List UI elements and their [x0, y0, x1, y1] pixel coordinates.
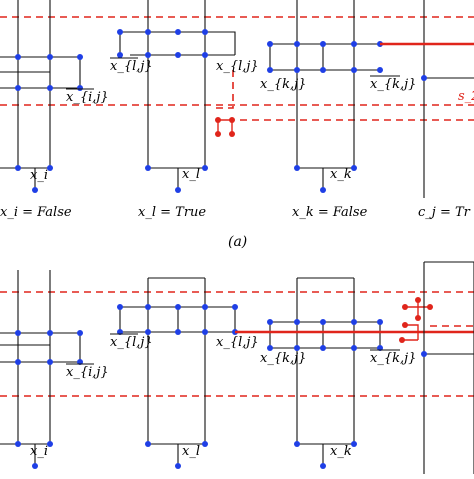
panel-a-assignments: x_i = False x_l = True x_k = False c_j =…	[0, 205, 471, 220]
gadget-b-xi	[0, 270, 83, 469]
panel-b-labels: x_i x_{i,j} x_{l,j} x_{l,j} x_l x_{k,j} …	[30, 333, 416, 459]
gadget-b-xk-nodes	[267, 319, 383, 469]
panel-a: x_i x_{i,j} x_{l,j} x_{l,j} x_l x_{k,j} …	[0, 0, 474, 250]
label-b-xk: x_k	[330, 444, 352, 459]
label-xij-bar: x_{i,j}	[66, 90, 109, 105]
gadget-b-cj-wires	[423, 261, 474, 474]
label-b-xl: x_l	[182, 444, 200, 459]
label-xl: x_l	[182, 167, 200, 182]
assign-xi: x_i = False	[0, 205, 72, 220]
gadget-xi	[0, 0, 83, 193]
gadget-b-xk-wires	[269, 277, 381, 466]
panel-a-labels: x_i x_{i,j} x_{l,j} x_{l,j} x_l x_{k,j} …	[30, 57, 474, 183]
gadget-b-xi-nodes	[15, 330, 83, 469]
label-xkj: x_{k,j}	[260, 77, 306, 92]
label-xkj-bar: x_{k,j}	[370, 77, 416, 92]
label-b-xlj-left: x_{l,j}	[110, 335, 153, 350]
gadget-b-xl	[117, 277, 238, 469]
gadget-xi-nodes	[15, 54, 83, 193]
assign-cj: c_j = Tr	[418, 205, 471, 220]
label-b-xij-bar: x_{i,j}	[66, 365, 109, 380]
gadget-xk	[267, 0, 383, 193]
red-connector-b	[399, 297, 433, 343]
gadget-cj	[380, 0, 474, 198]
label-b-xi: x_i	[30, 444, 48, 459]
gadget-b-xk	[267, 277, 383, 469]
gadget-b-xi-wires	[0, 270, 81, 466]
label-s2j: s_2^j	[458, 89, 474, 104]
label-b-xlj-right: x_{l,j}	[216, 335, 259, 350]
label-xlj-right: x_{l,j}	[216, 59, 259, 74]
label-b-xkj: x_{k,j}	[260, 351, 306, 366]
red-hook-a	[215, 70, 234, 109]
assign-xk: x_k = False	[292, 205, 368, 220]
gadget-b-cj	[421, 261, 474, 474]
label-b-xkj-bar: x_{k,j}	[370, 351, 416, 366]
gadget-cj-wires	[423, 0, 474, 198]
caption-a: (a)	[228, 234, 247, 250]
assign-xl: x_l = True	[138, 205, 206, 220]
gadget-xl-wires	[119, 0, 236, 190]
red-connector-a	[215, 117, 235, 137]
gadget-xl	[117, 0, 236, 193]
gadget-xk-wires	[269, 0, 380, 190]
panel-b: x_i x_{i,j} x_{l,j} x_{l,j} x_l x_{k,j} …	[0, 261, 474, 474]
label-xk: x_k	[330, 167, 352, 182]
label-xlj-left: x_{l,j}	[110, 59, 153, 74]
label-xi: x_i	[30, 168, 48, 183]
gadget-xl-nodes	[117, 29, 208, 193]
gadget-xk-nodes	[267, 41, 383, 193]
